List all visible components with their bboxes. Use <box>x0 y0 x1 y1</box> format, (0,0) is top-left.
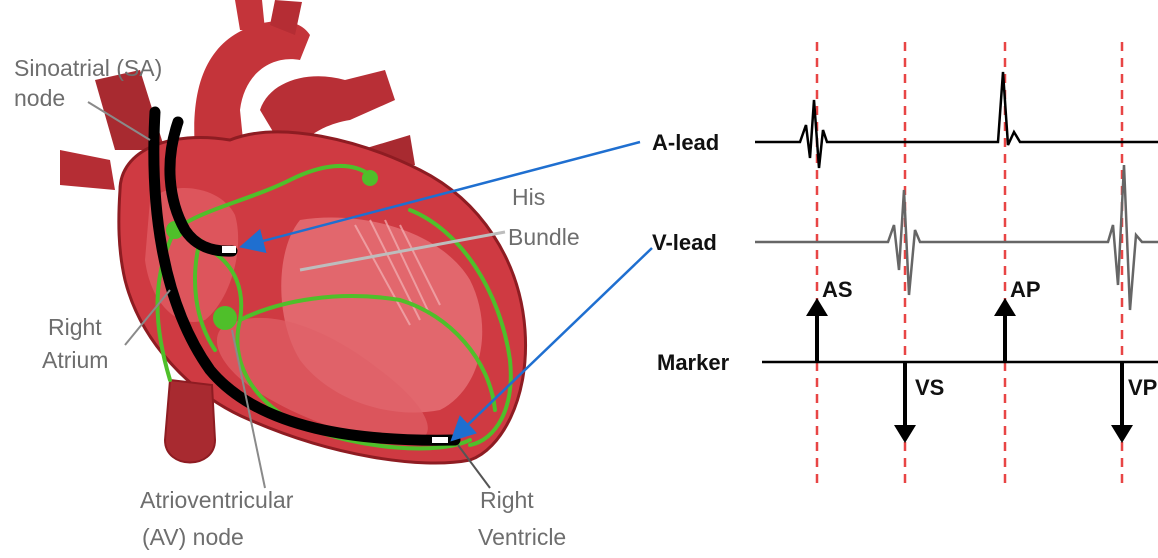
right-ventricle-label-2: Ventricle <box>478 524 566 550</box>
as-marker-label: AS <box>822 277 853 302</box>
av-node-dot <box>213 306 237 330</box>
ap-marker-label: AP <box>1010 277 1041 302</box>
his-bundle-label: His <box>512 184 545 210</box>
ventricular-electrode-tip <box>432 437 448 443</box>
vp-marker-label: VP <box>1128 375 1157 400</box>
marker-label: Marker <box>657 350 730 375</box>
sa-node-label: Sinoatrial (SA) <box>14 55 162 81</box>
pulmonary-veins-left <box>60 150 115 190</box>
right-atrium-label-2: Atrium <box>42 347 108 373</box>
vs-arrow-head <box>894 425 916 443</box>
av-node-label-2: (AV) node <box>142 524 244 550</box>
v-lead-label: V-lead <box>652 230 717 255</box>
right-atrium-label: Right <box>48 314 102 340</box>
aortic-branch-1 <box>235 0 265 30</box>
his-bundle-dot <box>362 170 378 186</box>
a-lead-trace <box>755 72 1158 168</box>
sa-node-label-2: node <box>14 85 65 111</box>
atrial-electrode-tip <box>222 246 236 253</box>
vs-marker-label: VS <box>915 375 944 400</box>
av-node-label: Atrioventricular <box>140 487 294 513</box>
v-lead-trace <box>755 165 1158 310</box>
a-lead-label: A-lead <box>652 130 719 155</box>
inferior-vena-cava <box>165 380 215 463</box>
timing-diagram: A-lead V-lead Marker AS VS AP VP <box>652 42 1158 485</box>
right-ventricle-label: Right <box>480 487 534 513</box>
his-bundle-label-2: Bundle <box>508 224 580 250</box>
vp-arrow-head <box>1111 425 1133 443</box>
